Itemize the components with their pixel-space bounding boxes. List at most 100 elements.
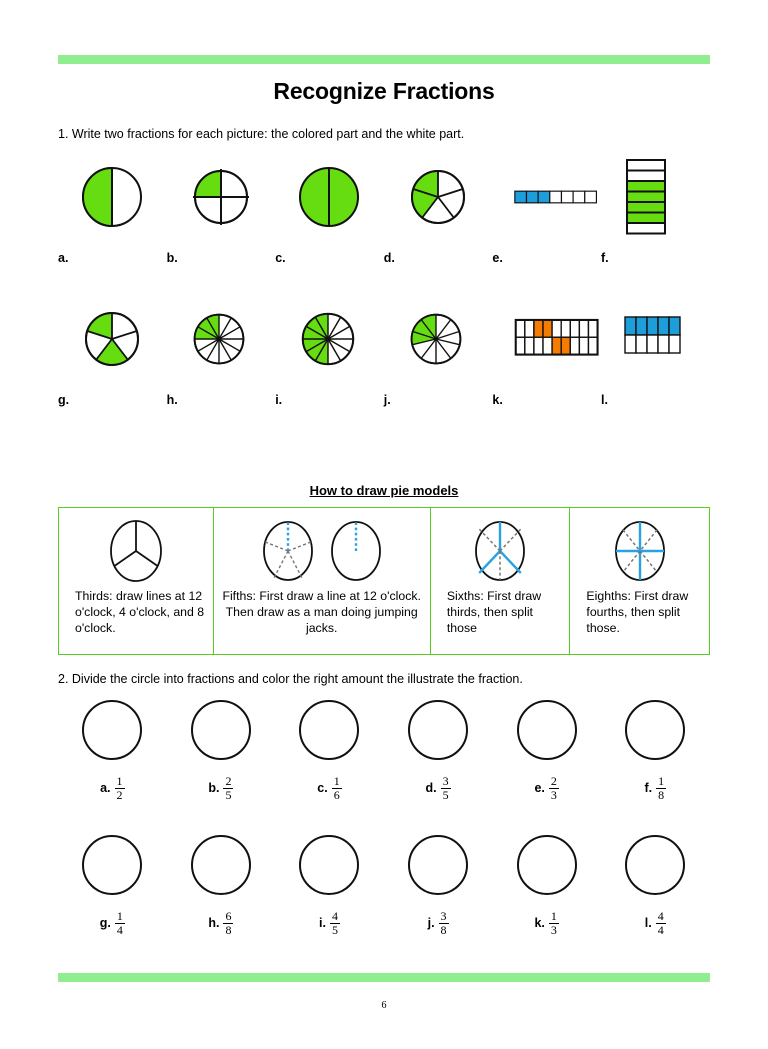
howto-figure-sixths [471, 514, 529, 588]
blank-circle-c[interactable] [299, 700, 360, 760]
fraction-numerator: 3 [442, 774, 449, 788]
fraction-b: 2 5 [223, 774, 234, 802]
blank-item-f[interactable]: f. 1 8 [601, 700, 710, 802]
blank-item-c[interactable]: c. 1 6 [275, 700, 384, 802]
blank-caption-j: j. 3 8 [428, 910, 449, 937]
grid-eighteenths-icon [515, 318, 599, 356]
blank-circle-i[interactable] [299, 835, 360, 895]
fraction-j: 3 8 [438, 909, 449, 937]
blank-circle-b[interactable] [190, 700, 251, 760]
figure-art-g [58, 299, 167, 379]
fraction-numerator: 1 [116, 774, 123, 788]
blank-caption-g: g. 1 4 [100, 910, 125, 937]
blank-item-i[interactable]: i. 4 5 [275, 835, 384, 937]
blank-circle-f[interactable] [625, 700, 686, 760]
blank-item-l[interactable]: l. 4 4 [601, 835, 710, 937]
howto-text-eighths: Eighths: First draw fourths, then split … [586, 589, 689, 636]
figure-art-h [167, 299, 276, 379]
blank-item-a[interactable]: a. 1 2 [58, 700, 167, 802]
figure-item-d: d. [384, 157, 493, 265]
blank-circle-l[interactable] [625, 835, 686, 895]
blank-circle-g[interactable] [82, 835, 143, 895]
figure-art-a [58, 157, 167, 237]
fraction-denominator: 4 [655, 922, 666, 937]
fraction-denominator: 6 [331, 787, 342, 802]
blank-item-b[interactable]: b. 2 5 [167, 700, 276, 802]
sixths-diagram-icon [475, 521, 526, 581]
fraction-denominator: 3 [548, 787, 559, 802]
blank-caption-a: a. 1 2 [100, 774, 125, 802]
fraction-numerator: 2 [225, 774, 232, 788]
fraction-numerator: 4 [657, 909, 664, 923]
figure-item-h: h. [167, 299, 276, 407]
blank-item-d[interactable]: d. 3 5 [384, 700, 493, 802]
section2-row-1: a. 1 2 b. 2 5 c. 1 [58, 700, 710, 802]
pie-halves-icon [82, 166, 142, 228]
blank-label-k: k. [534, 916, 545, 931]
blank-caption-k: k. 1 3 [534, 909, 559, 937]
fraction-numerator: 1 [116, 909, 123, 923]
vertical-bar-sevenths-icon [625, 159, 666, 235]
blank-circle-d[interactable] [408, 700, 469, 760]
howto-cell-sixths: Sixths: First draw thirds, then split th… [431, 508, 571, 654]
bottom-divider-rule [58, 973, 710, 982]
figure-item-l: l. [601, 299, 710, 407]
howto-cell-eighths: Eighths: First draw fourths, then split … [570, 508, 709, 654]
blank-label-a: a. [100, 781, 111, 796]
figure-art-f [601, 157, 710, 237]
blank-label-j: j. [427, 916, 435, 931]
blank-item-e[interactable]: e. 2 3 [492, 700, 601, 802]
blank-item-j[interactable]: j. 3 8 [384, 835, 493, 937]
figure-item-g: g. [58, 299, 167, 407]
figure-art-d [384, 157, 493, 237]
fifths-diagram-step2-icon [330, 521, 381, 581]
fraction-denominator: 8 [656, 787, 667, 802]
fraction-denominator: 5 [440, 787, 451, 802]
worksheet-page: Recognize Fractions 1. Write two fractio… [0, 55, 768, 1049]
blank-circle-k[interactable] [516, 835, 577, 895]
figure-art-k [492, 299, 601, 379]
fraction-e: 2 3 [548, 774, 559, 802]
fraction-k: 1 3 [548, 909, 559, 937]
fraction-numerator: 4 [331, 909, 338, 923]
blank-circle-a[interactable] [82, 700, 143, 760]
blank-caption-l: l. 4 4 [645, 910, 666, 937]
figure-label-d: d. [383, 251, 395, 265]
blank-caption-e: e. 2 3 [534, 774, 559, 802]
howto-text-fifths: Fifths: First draw a line at 12 o'clock.… [222, 589, 421, 636]
page-number: 6 [381, 1000, 387, 1011]
fraction-numerator: 1 [550, 909, 557, 923]
blank-label-b: b. [208, 781, 220, 796]
howto-text-thirds: Thirds: draw lines at 12 o'clock, 4 o'cl… [75, 589, 205, 636]
grid-tenths-icon [624, 316, 681, 354]
pie-tenths-three-icon [410, 313, 462, 365]
howto-figure-fifths [259, 514, 385, 588]
fraction-numerator: 2 [550, 774, 557, 788]
fraction-h: 6 8 [223, 909, 234, 937]
blank-label-g: g. [99, 916, 111, 931]
blank-caption-h: h. 6 8 [208, 909, 234, 937]
figure-item-b: b. [167, 157, 276, 265]
section2-row-2: g. 1 4 h. 6 8 i. 4 [58, 835, 710, 937]
section1-row-1: a. b. c. [58, 157, 710, 265]
blank-circle-j[interactable] [408, 835, 469, 895]
blank-label-d: d. [425, 781, 437, 796]
howto-heading: How to draw pie models [309, 483, 459, 498]
fraction-numerator: 3 [440, 909, 447, 923]
blank-item-h[interactable]: h. 6 8 [167, 835, 276, 937]
figure-item-c: c. [275, 157, 384, 265]
blank-item-g[interactable]: g. 1 4 [58, 835, 167, 937]
fraction-denominator: 2 [114, 787, 125, 802]
fraction-numerator: 6 [225, 909, 232, 923]
figure-label-b: b. [166, 251, 178, 265]
figure-art-i [275, 299, 384, 379]
blank-item-k[interactable]: k. 1 3 [492, 835, 601, 937]
blank-circle-h[interactable] [190, 835, 251, 895]
blank-label-l: l. [644, 916, 652, 931]
blank-circle-e[interactable] [516, 700, 577, 760]
howto-cell-fifths: Fifths: First draw a line at 12 o'clock.… [214, 508, 431, 654]
figure-label-a: a. [58, 251, 69, 265]
fraction-denominator: 5 [223, 787, 234, 802]
blank-caption-c: c. 1 6 [317, 775, 342, 802]
fraction-i: 4 5 [329, 909, 340, 937]
